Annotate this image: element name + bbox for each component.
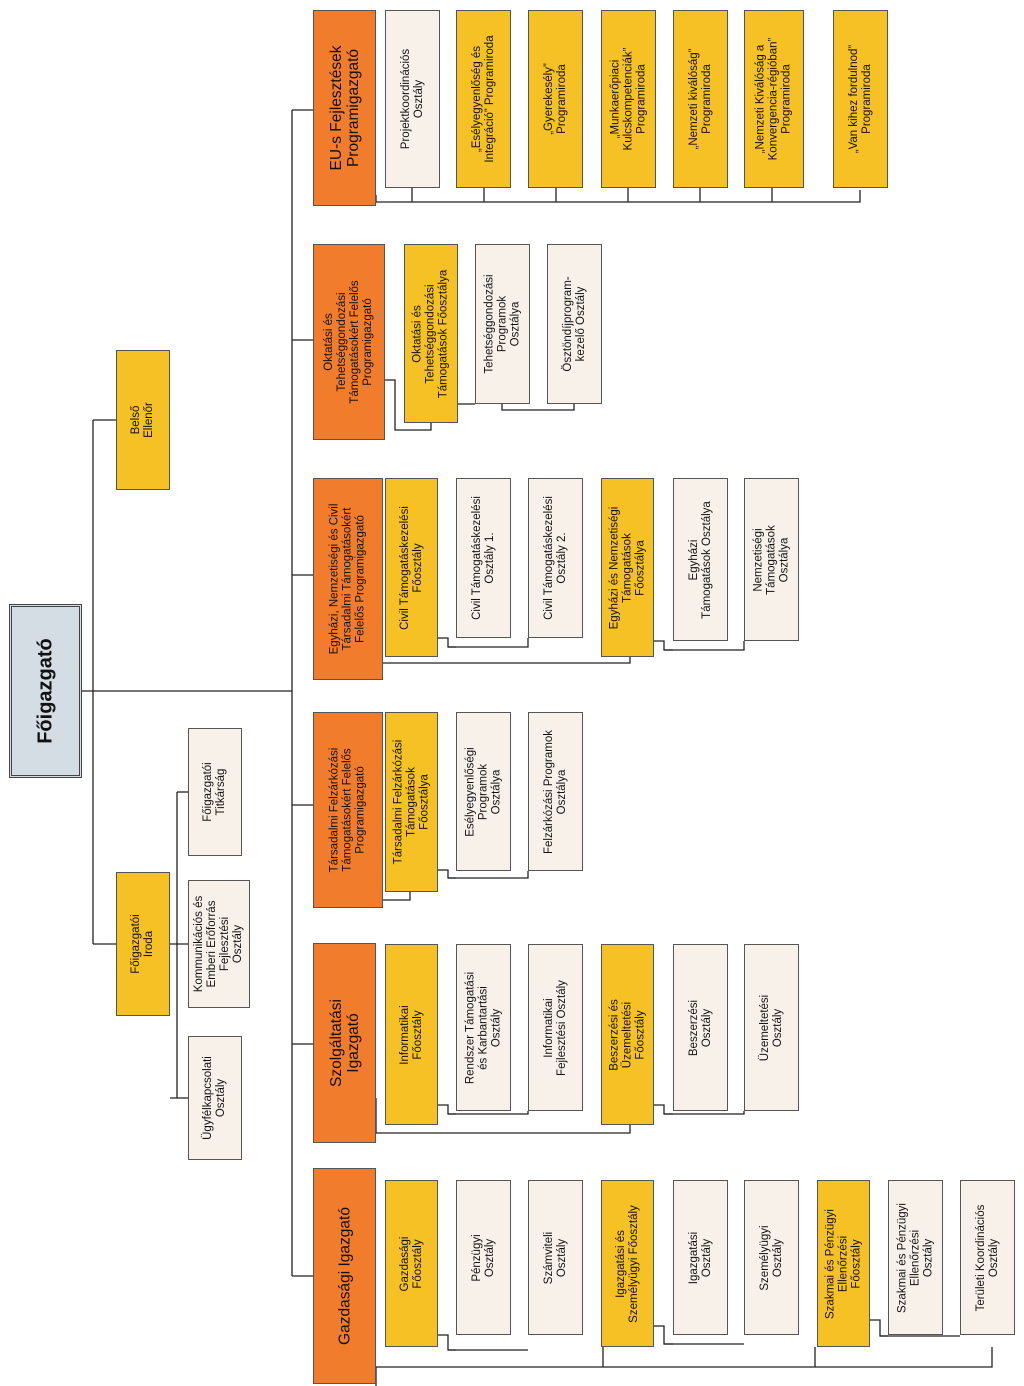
unit-label: Üzemeltetési Osztály [758, 994, 784, 1061]
director-label: Oktatási és Tehetséggondozási Támogatáso… [323, 280, 374, 404]
unit-box: Területi Koordinációs Osztály [960, 1180, 1015, 1335]
unit-label: Projektkoordinációs Osztály [399, 48, 425, 150]
unit-box: Számviteli Osztály [528, 1180, 583, 1335]
department-label: Társadalmi Felzárkózási Támogatások Főos… [392, 739, 430, 865]
unit-label: Nemzetiségi Támogatások Osztálya [752, 524, 790, 595]
department-box: Társadalmi Felzárkózási Támogatások Főos… [385, 712, 438, 892]
director-box: Egyházi, Nemzetiségi és Civil Társadalmi… [313, 478, 383, 680]
program-office-label: „Van kihez fordulnod” Programiroda [847, 44, 873, 154]
department-box: Egyházi és Nemzetiségi Támogatások Főosz… [601, 478, 654, 657]
program-office-box: „Nemzeti Kiválóság a Konvergencia-régiób… [744, 10, 804, 188]
unit-box: Civil Támogatáskezelési Osztály 1. [456, 478, 511, 638]
director-office-label: Főigazgatói Iroda [130, 914, 155, 974]
line-d1-bus [375, 1347, 993, 1386]
director-label: Egyházi, Nemzetiségi és Civil Társadalmi… [328, 503, 367, 655]
unit-label: Civil Támogatáskezelési Osztály 1. [470, 496, 496, 620]
unit-box: Üzemeltetési Osztály [744, 944, 799, 1111]
program-office-box: „Van kihez fordulnod” Programiroda [833, 10, 888, 188]
line-d2-bus [375, 1098, 631, 1134]
unit-label: Számviteli Osztály [542, 1231, 568, 1284]
program-office-box: „Esélyegyenlőség és Integráció” Programi… [456, 10, 511, 188]
unit-box: Beszerzési Osztály [673, 944, 728, 1111]
unit-box: Rendszer Támogatási és Karbantartási Osz… [456, 944, 511, 1111]
program-office-label: „Nemzeti kiválóság” Programiroda [687, 48, 713, 150]
unit-label: Rendszer Támogatási és Karbantartási Osz… [464, 971, 502, 1084]
program-office-label: „Gyerekesély” Programiroda [542, 63, 568, 135]
director-box: Oktatási és Tehetséggondozási Támogatáso… [313, 244, 385, 440]
internal-auditor-box: Belső Ellenőr [116, 350, 170, 490]
unit-box: Szakmai és Pénzügyi Ellenőrzési Osztály [888, 1180, 943, 1335]
department-box: Beszerzési és Üzemeltetési Főosztály [601, 944, 654, 1125]
department-label: Oktatási és Tehetséggondozási Támogatáso… [411, 269, 450, 398]
internal-auditor-label: Belső Ellenőr [130, 402, 155, 438]
unit-box: Ösztöndíjprogram- kezelő Osztály [547, 244, 602, 404]
unit-label: Egyházi Támogatások Osztálya [687, 500, 713, 619]
line-d6-bus [375, 190, 861, 203]
department-label: Egyházi és Nemzetiségi Támogatások Főosz… [608, 506, 646, 629]
department-label: Civil Támogatáskezelési Főosztály [398, 505, 424, 630]
director-box: Szolgáltatási Igazgató [313, 943, 376, 1143]
department-box: Informatikai Főosztály [385, 944, 438, 1125]
director-label: Társadalmi Felzárkózási Támogatásokért F… [328, 747, 367, 873]
unit-label: Civil Támogatáskezelési Osztály 2. [542, 496, 568, 620]
program-office-box: „Gyerekesély” Programiroda [528, 10, 583, 188]
unit-label: Tehetséggondozási Programok Osztálya [483, 274, 521, 374]
unit-label: Ösztöndíjprogram- kezelő Osztály [561, 276, 587, 372]
program-office-box: „Nemzeti kiválóság” Programiroda [673, 10, 728, 188]
director-box: Társadalmi Felzárkózási Támogatásokért F… [313, 712, 383, 908]
director-label: Gazdasági Igazgató [336, 1207, 353, 1345]
program-office-label: „Munkaerőpiaci Kulcskompetenciák” Progra… [609, 47, 647, 151]
unit-box: Informatikai Fejlesztési Osztály [528, 944, 583, 1111]
department-box: Oktatási és Tehetséggondozási Támogatáso… [404, 244, 458, 423]
program-office-box: „Munkaerőpiaci Kulcskompetenciák” Progra… [601, 10, 656, 188]
unit-label: Informatikai Fejlesztési Osztály [542, 979, 568, 1076]
department-label: Szakmai és Pénzügyi Ellenőrzési Főosztál… [824, 1208, 862, 1319]
main-director-label: Főigazgató [34, 638, 56, 744]
department-box: Civil Támogatáskezelési Főosztály [385, 478, 438, 657]
unit-box: Egyházi Támogatások Osztálya [673, 478, 728, 641]
office-unit-label: Kommunikációs és Emberi Erőforrás Fejles… [193, 895, 244, 993]
main-director-box: Főigazgató [9, 604, 82, 778]
department-label: Igazgatási és Személyügyi Főosztály [614, 1204, 640, 1323]
program-office-label: „Esélyegyenlőség és Integráció” Programi… [470, 35, 496, 163]
department-label: Beszerzési és Üzemeltetési Főosztály [608, 998, 646, 1071]
unit-label: Igazgatási Osztály [687, 1231, 713, 1284]
unit-box: Személyügyi Osztály [744, 1180, 799, 1335]
department-label: Gazdasági Főosztály [398, 1236, 424, 1291]
program-office-label: „Nemzeti Kiválóság a Konvergencia-régiób… [754, 37, 793, 161]
unit-label: Személyügyi Osztály [758, 1224, 784, 1291]
unit-label: Beszerzési Osztály [687, 999, 713, 1056]
unit-label: Szakmai és Pénzügyi Ellenőrzési Osztály [896, 1202, 934, 1313]
office-unit-box: Ügyfélkapcsolati Osztály [188, 1036, 242, 1160]
unit-box: Civil Támogatáskezelési Osztály 2. [528, 478, 583, 638]
department-box: Szakmai és Pénzügyi Ellenőrzési Főosztál… [817, 1180, 870, 1347]
unit-box: Esélyegyenlőségi Programok Osztálya [456, 712, 511, 871]
unit-label: Területi Koordinációs Osztály [974, 1204, 1000, 1311]
unit-box: Projektkoordinációs Osztály [385, 10, 440, 188]
office-unit-box: Főigazgatói Titkárság [188, 728, 242, 856]
director-label: EU-s Fejlesztések Programigazgató [327, 45, 362, 171]
unit-box: Nemzetiségi Támogatások Osztálya [744, 478, 799, 641]
director-box: EU-s Fejlesztések Programigazgató [313, 10, 376, 206]
unit-label: Felzárkózási Programok Osztálya [542, 729, 568, 854]
director-label: Szolgáltatási Igazgató [327, 999, 362, 1087]
unit-label: Esélyegyenlőségi Programok Osztálya [464, 746, 502, 837]
department-box: Igazgatási és Személyügyi Főosztály [601, 1180, 654, 1347]
unit-box: Igazgatási Osztály [673, 1180, 728, 1335]
director-box: Gazdasági Igazgató [313, 1168, 376, 1384]
department-label: Informatikai Főosztály [398, 1004, 424, 1065]
director-office-box: Főigazgatói Iroda [116, 872, 170, 1016]
unit-box: Felzárkózási Programok Osztálya [528, 712, 583, 871]
office-unit-label: Ügyfélkapcsolati Osztály [202, 1056, 227, 1140]
unit-box: Pénzügyi Osztály [456, 1180, 511, 1335]
department-box: Gazdasági Főosztály [385, 1180, 438, 1347]
office-unit-label: Főigazgatói Titkárság [202, 762, 227, 822]
office-unit-box: Kommunikációs és Emberi Erőforrás Fejles… [188, 880, 250, 1008]
unit-label: Pénzügyi Osztály [470, 1233, 496, 1282]
unit-box: Tehetséggondozási Programok Osztálya [475, 244, 530, 404]
